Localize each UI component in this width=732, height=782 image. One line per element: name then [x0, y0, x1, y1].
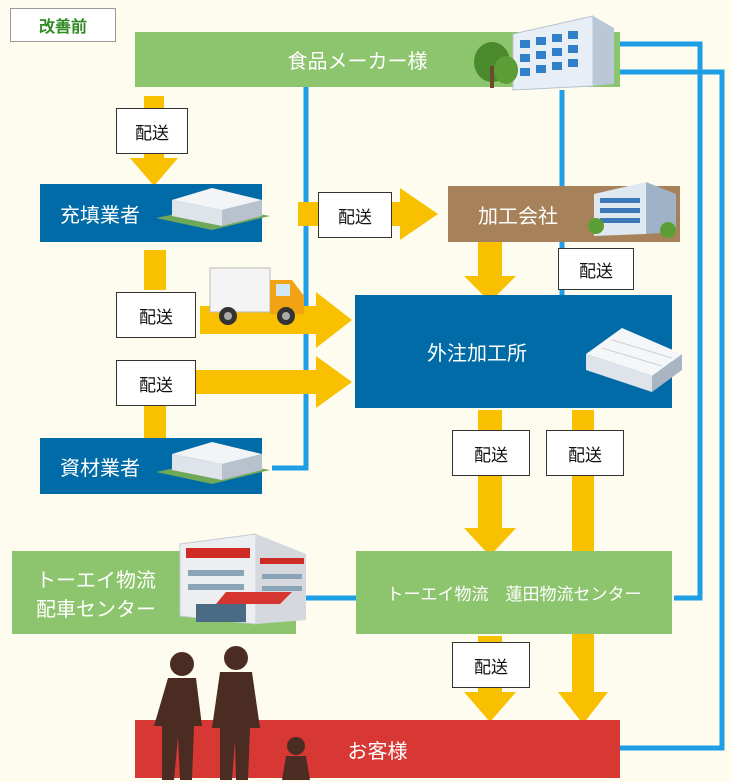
- node-hasuda-center-label: トーエイ物流 蓮田物流センター: [386, 585, 642, 605]
- node-hasuda-center: トーエイ物流 蓮田物流センター: [356, 551, 672, 634]
- node-dispatch-center-line1: トーエイ物流: [36, 567, 156, 592]
- delivery-tag-outsourced-hasuda: 配送: [452, 430, 530, 476]
- node-filler-label: 充填業者: [60, 202, 140, 227]
- node-materials-label: 資材業者: [60, 455, 140, 480]
- arrow-filler-down: [144, 250, 166, 290]
- node-customer-label: お客様: [347, 738, 408, 763]
- arrow-outsourced-to-hasuda: [464, 410, 516, 556]
- family-silhouette-icon: [154, 646, 310, 780]
- page-title: 改善前: [10, 8, 116, 42]
- truck-icon: [209, 267, 304, 325]
- delivery-tag-filler-outsourced: 配送: [116, 292, 196, 338]
- delivery-tag-outsourced-customer: 配送: [546, 430, 624, 476]
- logistics-building-icon: [179, 533, 306, 625]
- arrow-processor-to-outsourced: [464, 242, 516, 302]
- node-outsourced-label: 外注加工所: [427, 341, 527, 365]
- arrow-materials-to-outsourced: [194, 356, 352, 408]
- warehouse-icon: [586, 328, 682, 392]
- company-building-icon: [588, 182, 676, 238]
- office-building-icon: [474, 15, 614, 91]
- node-customer: お客様: [135, 720, 620, 778]
- delivery-tag-filler-processor: 配送: [318, 192, 392, 238]
- arrow-materials-up: [144, 404, 166, 438]
- factory-icon: [156, 442, 270, 484]
- node-processor-label: 加工会社: [478, 203, 558, 228]
- node-dispatch-center-line2: 配車センター: [36, 596, 156, 621]
- factory-icon: [156, 188, 270, 230]
- delivery-tag-maker-filler: 配送: [116, 108, 188, 154]
- delivery-tag-processor-outsourced: 配送: [558, 248, 634, 290]
- delivery-tag-hasuda-customer: 配送: [452, 642, 530, 688]
- node-food-maker-label: 食品メーカー様: [287, 49, 428, 73]
- delivery-tag-materials-outsourced: 配送: [116, 360, 196, 406]
